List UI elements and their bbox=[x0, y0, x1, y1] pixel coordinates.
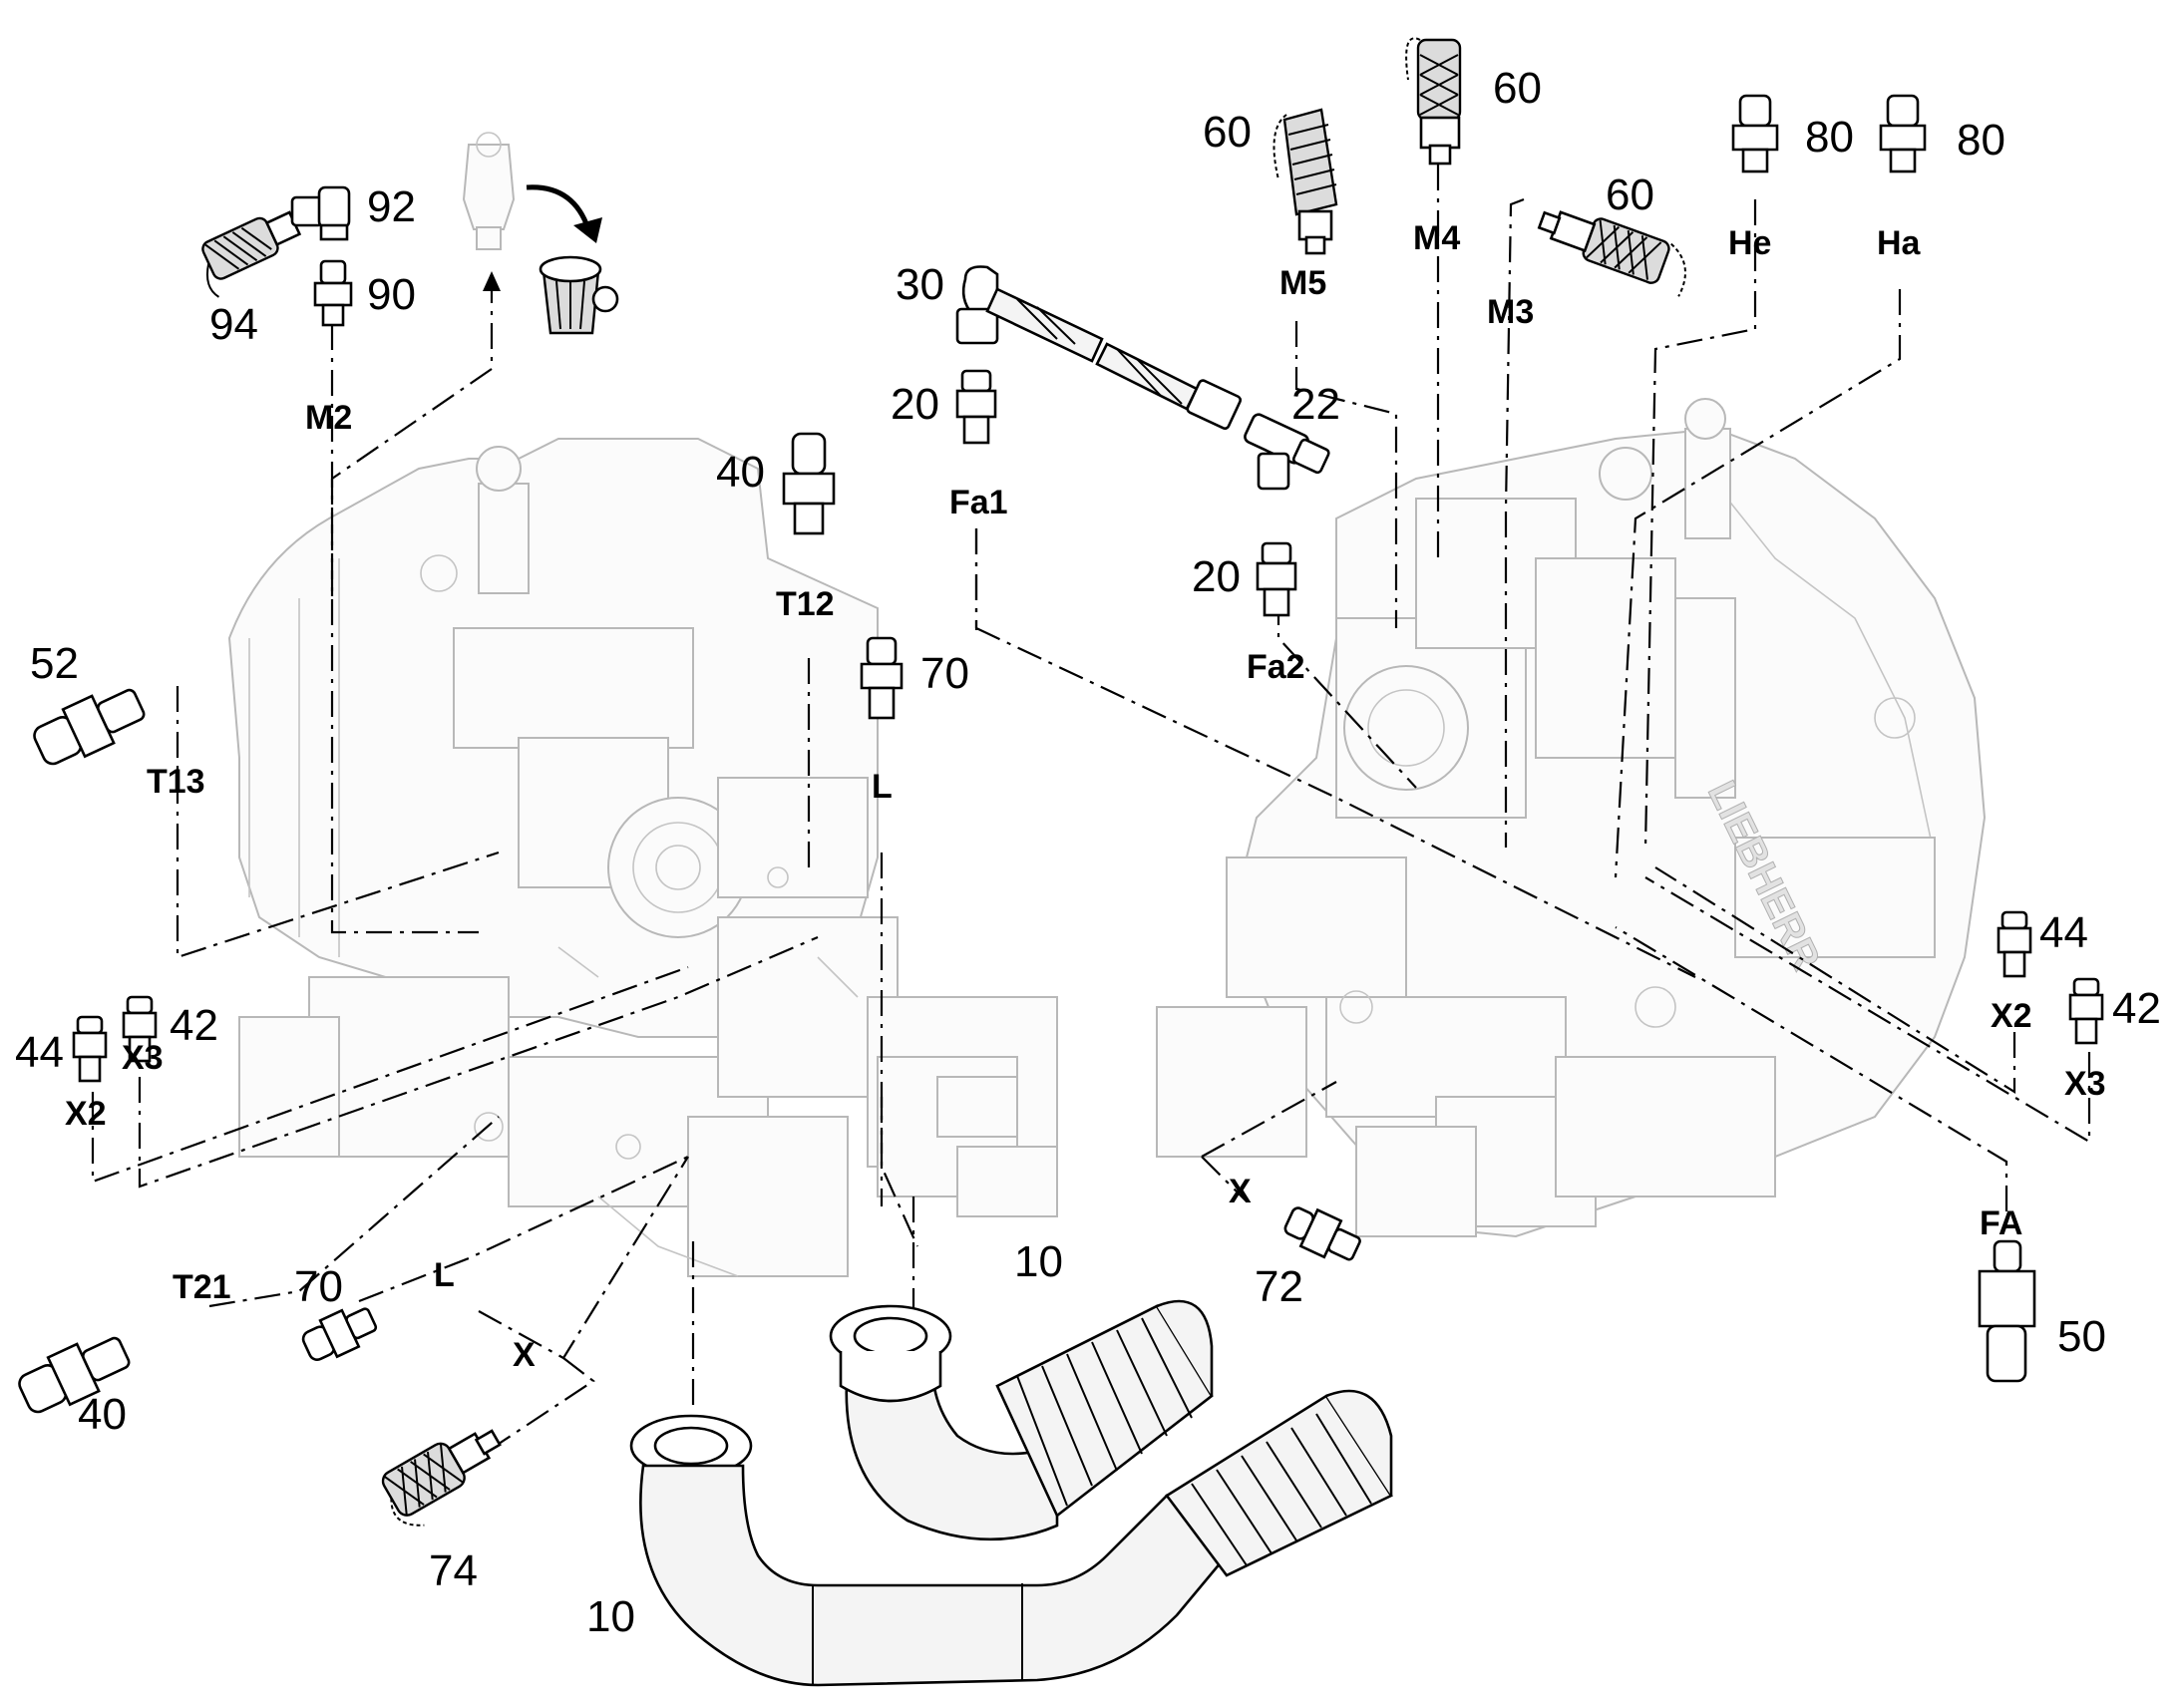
part-40-plug-t12 bbox=[782, 432, 836, 535]
leader-lines bbox=[91, 165, 2091, 1465]
left-pump-assembly bbox=[227, 438, 1058, 1277]
port-label-fa: FA bbox=[1980, 1204, 2022, 1242]
port-label-x2-right: X2 bbox=[1991, 997, 2032, 1035]
port-label-t12: T12 bbox=[776, 585, 835, 623]
item-number-50: 50 bbox=[2057, 1312, 2106, 1361]
item-number-10-upper: 10 bbox=[1014, 1237, 1063, 1286]
part-52-plug bbox=[33, 688, 146, 766]
right-pump-assembly: LIEBHERR bbox=[1156, 398, 1987, 1238]
item-number-90: 90 bbox=[367, 270, 416, 319]
port-label-m5: M5 bbox=[1279, 264, 1326, 302]
part-20-nipple-fa1 bbox=[955, 369, 997, 445]
port-labels: M2 M5 M4 M3 He Ha Fa1 Fa2 T12 T13 T21 L … bbox=[65, 219, 2106, 1374]
item-number-60-m5: 60 bbox=[1203, 108, 1252, 157]
port-label-ha: Ha bbox=[1877, 224, 1922, 262]
port-label-he: He bbox=[1728, 224, 1771, 262]
part-30-hose bbox=[955, 265, 1243, 431]
part-10-suction-pipe-upper bbox=[829, 1299, 1214, 1541]
part-44-nipple-left bbox=[72, 1015, 108, 1083]
part-90-nipple bbox=[313, 259, 353, 327]
port-label-x3-right: X3 bbox=[2064, 1065, 2106, 1103]
item-number-40-t21: 40 bbox=[78, 1390, 127, 1439]
item-numbers: 92 90 94 60 60 60 80 80 30 22 20 20 40 7… bbox=[15, 64, 2161, 1641]
port-label-t13: T13 bbox=[147, 763, 205, 801]
part-60-coupling-m3 bbox=[1537, 210, 1686, 297]
item-number-44-right: 44 bbox=[2039, 908, 2088, 957]
item-number-20-fa1: 20 bbox=[891, 380, 939, 429]
port-label-fa1: Fa1 bbox=[949, 484, 1008, 521]
move-arrowhead bbox=[573, 217, 602, 243]
part-80-nipple-ha bbox=[1879, 94, 1927, 173]
part-44-nipple-right bbox=[1997, 910, 2032, 978]
port-label-l-upper: L bbox=[872, 768, 893, 806]
part-50-plug-fa bbox=[1978, 1239, 2036, 1383]
part-22-tee bbox=[1244, 413, 1330, 491]
part-70-plug-l bbox=[860, 636, 904, 720]
part-94-quick-coupling bbox=[201, 210, 302, 298]
port-label-x-left: X bbox=[513, 1336, 536, 1374]
item-number-92: 92 bbox=[367, 182, 416, 231]
part-80-nipple-he bbox=[1731, 94, 1779, 173]
up-arrowhead bbox=[483, 271, 501, 291]
port-label-x2-left: X2 bbox=[65, 1095, 107, 1133]
move-arrow bbox=[526, 184, 591, 230]
part-60-coupling-m4 bbox=[1405, 37, 1462, 166]
item-number-22: 22 bbox=[1291, 380, 1340, 429]
part-92-elbow bbox=[290, 185, 351, 241]
item-number-30: 30 bbox=[896, 260, 944, 309]
item-number-80-ha: 80 bbox=[1957, 116, 2005, 165]
part-74-coupling bbox=[381, 1429, 502, 1527]
item-number-80-he: 80 bbox=[1805, 113, 1854, 162]
item-number-60-m3: 60 bbox=[1606, 171, 1654, 219]
item-number-72: 72 bbox=[1255, 1262, 1303, 1311]
item-number-60-m4: 60 bbox=[1493, 64, 1542, 113]
item-number-70-l: 70 bbox=[920, 649, 969, 698]
item-number-74: 74 bbox=[429, 1546, 478, 1595]
item-number-70-left: 70 bbox=[294, 1262, 343, 1311]
port-label-fa2: Fa2 bbox=[1247, 648, 1305, 686]
part-72-plug bbox=[1283, 1206, 1361, 1261]
part-10-suction-pipe-lower bbox=[629, 1389, 1393, 1687]
port-label-t21: T21 bbox=[173, 1268, 231, 1306]
part-20-nipple-fa2 bbox=[1256, 541, 1297, 617]
port-label-x-right: X bbox=[1229, 1173, 1252, 1210]
part-40-plug-t21 bbox=[18, 1336, 131, 1414]
port-label-m4: M4 bbox=[1413, 219, 1460, 257]
item-number-94: 94 bbox=[209, 300, 258, 349]
trash-bin-icon bbox=[539, 255, 619, 335]
item-number-42-left: 42 bbox=[170, 1001, 218, 1050]
item-number-40-t12: 40 bbox=[716, 448, 765, 497]
part-42-nipple-left bbox=[122, 995, 158, 1063]
item-number-44-left: 44 bbox=[15, 1028, 64, 1077]
port-label-l-lower: L bbox=[434, 1256, 455, 1294]
part-60-coupling-m5 bbox=[1272, 108, 1338, 255]
item-number-42-right: 42 bbox=[2112, 984, 2161, 1033]
part-42-nipple-right bbox=[2068, 977, 2104, 1045]
part-70-plug-left bbox=[301, 1307, 378, 1361]
part-ghost-valve bbox=[462, 132, 516, 250]
port-label-m3: M3 bbox=[1487, 293, 1534, 331]
port-label-x3-left: X3 bbox=[122, 1039, 164, 1077]
item-number-10-lower: 10 bbox=[586, 1592, 635, 1641]
item-number-20-fa2: 20 bbox=[1192, 552, 1241, 601]
port-label-m2: M2 bbox=[305, 399, 352, 437]
item-number-52: 52 bbox=[30, 639, 79, 688]
